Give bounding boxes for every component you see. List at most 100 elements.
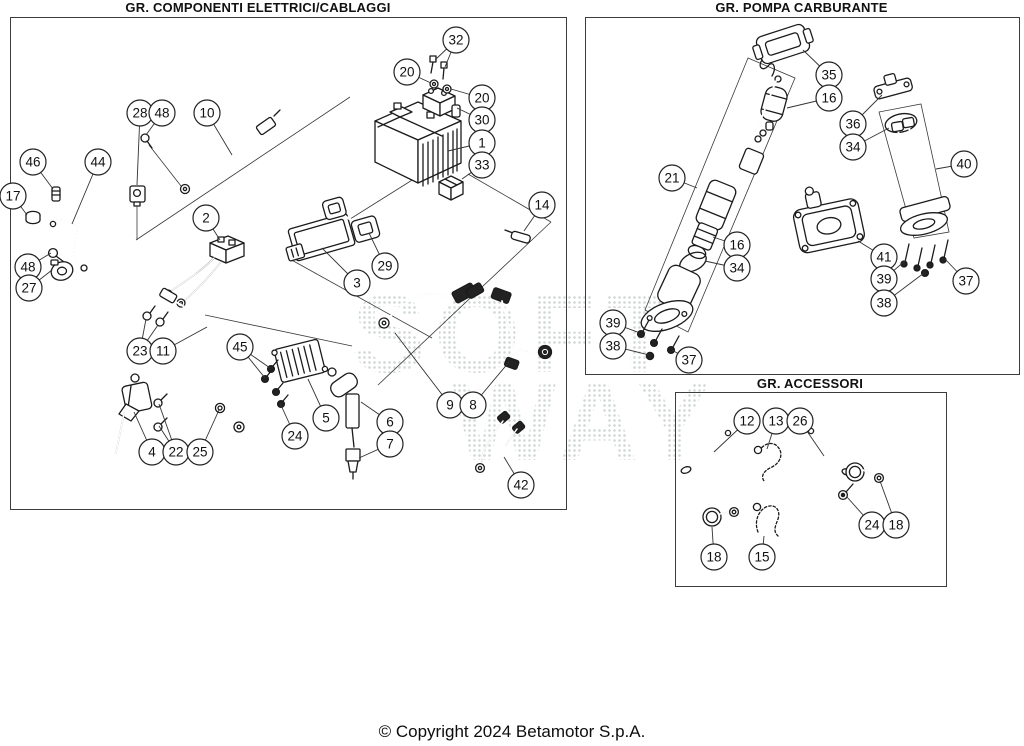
callout-number-48: 48 — [154, 106, 169, 121]
callout-number-16: 16 — [821, 91, 836, 106]
callout-balloon-24 — [281, 422, 309, 450]
pump-group-outline-21 — [644, 57, 796, 333]
bolts-22 — [153, 393, 168, 432]
pin-14 — [504, 229, 531, 244]
relay-33 — [438, 175, 464, 201]
callout-number-44: 44 — [90, 155, 106, 170]
callout-number-39: 39 — [605, 316, 620, 331]
callout-number-16: 16 — [729, 238, 744, 253]
o-ring-34-sender — [884, 112, 918, 134]
callout-number-6: 6 — [386, 415, 394, 430]
callout-number-45: 45 — [232, 340, 247, 355]
bracket-12 — [680, 429, 732, 474]
callout-number-5: 5 — [322, 411, 330, 426]
washers-20 — [429, 79, 452, 94]
callout-number-3: 3 — [353, 276, 361, 291]
battery-cable-11 — [159, 287, 245, 433]
callout-number-20: 20 — [399, 65, 414, 80]
injector-support-flange — [899, 196, 951, 236]
sender-group-outline-40 — [878, 103, 950, 239]
electrical-group-title: GR. COMPONENTI ELETTRICI/CABLAGGI — [125, 0, 391, 15]
callout-leader-9 — [394, 332, 451, 406]
spring-46 — [51, 186, 61, 202]
pump-flange — [640, 264, 701, 332]
callout-balloon-38 — [870, 289, 898, 317]
callout-number-4: 4 — [148, 445, 156, 460]
callout-balloon-11 — [149, 337, 177, 365]
callout-balloon-37 — [952, 267, 980, 295]
callout-number-25: 25 — [192, 445, 207, 460]
callout-number-42: 42 — [513, 478, 528, 493]
construction-lines — [135, 96, 552, 386]
callout-number-7: 7 — [386, 437, 394, 452]
callout-number-29: 29 — [377, 259, 392, 274]
nut-25 — [214, 402, 226, 414]
callout-balloon-7 — [376, 430, 404, 458]
callout-balloon-48 — [148, 99, 176, 127]
callout-number-26: 26 — [792, 414, 807, 429]
callout-balloon-2 — [192, 204, 220, 232]
callout-number-37: 37 — [958, 274, 973, 289]
accessories-group-title: GR. ACCESSORI — [756, 376, 864, 391]
starter-relay — [422, 87, 461, 118]
screws-32 — [429, 55, 448, 80]
callout-balloon-15 — [748, 543, 776, 571]
ecu-bracket-29 — [321, 196, 381, 243]
callout-number-36: 36 — [845, 117, 860, 132]
sensor-27 — [50, 259, 74, 281]
cable-42 — [474, 410, 526, 474]
battery-cable-10 — [179, 109, 281, 195]
callout-number-34: 34 — [845, 140, 861, 155]
callout-number-46: 46 — [25, 155, 40, 170]
callout-balloon-32 — [442, 26, 470, 54]
callout-number-40: 40 — [956, 157, 971, 172]
horn-4 — [115, 373, 153, 454]
callout-number-14: 14 — [534, 198, 550, 213]
copyright-text: © Copyright 2024 Betamotor S.p.A. — [378, 722, 646, 741]
callout-number-24: 24 — [287, 429, 303, 444]
fuel-filter-16-pump — [691, 222, 719, 251]
fuel-pump-group-title: GR. POMPA CARBURANTE — [715, 0, 888, 15]
callout-number-18: 18 — [706, 550, 721, 565]
callout-balloon-46 — [19, 148, 47, 176]
callout-number-39: 39 — [876, 272, 891, 287]
clamp-18-left — [702, 506, 740, 527]
fuse-28 — [129, 185, 146, 207]
electrical-group-box — [10, 17, 567, 510]
callout-balloon-3 — [343, 269, 371, 297]
ecu-3 — [285, 212, 356, 262]
spacer-17 — [25, 210, 41, 225]
callout-balloon-33 — [468, 151, 496, 179]
screws-45-24 — [260, 359, 289, 409]
callout-balloon-12 — [733, 407, 761, 435]
bracket-36 — [873, 72, 913, 100]
callout-balloon-5 — [312, 404, 340, 432]
callout-balloon-44 — [84, 148, 112, 176]
callout-number-24: 24 — [864, 518, 880, 533]
ignition-coil-6 — [327, 367, 360, 448]
callout-number-21: 21 — [664, 171, 679, 186]
pump-flange-screws — [636, 319, 680, 361]
spiral-hose-15 — [752, 502, 780, 537]
callout-balloon-16 — [815, 84, 843, 112]
callout-balloon-42 — [507, 471, 535, 499]
callout-balloon-20 — [393, 58, 421, 86]
callout-balloon-14 — [528, 191, 556, 219]
callout-number-15: 15 — [754, 550, 769, 565]
callout-number-37: 37 — [681, 353, 696, 368]
harness-8 — [465, 282, 553, 370]
callout-number-13: 13 — [768, 414, 783, 429]
callout-balloon-17 — [0, 182, 27, 210]
callout-number-18: 18 — [888, 518, 903, 533]
callout-balloon-34 — [723, 254, 751, 282]
throttle-body-41 — [792, 186, 865, 254]
bolt-48-top — [140, 133, 153, 149]
spiral-hose-13 — [753, 442, 782, 483]
callout-number-8: 8 — [469, 398, 477, 413]
callout-number-12: 12 — [739, 414, 754, 429]
callout-number-11: 11 — [156, 344, 170, 359]
callout-balloon-21 — [658, 164, 686, 192]
callout-balloon-38 — [599, 332, 627, 360]
